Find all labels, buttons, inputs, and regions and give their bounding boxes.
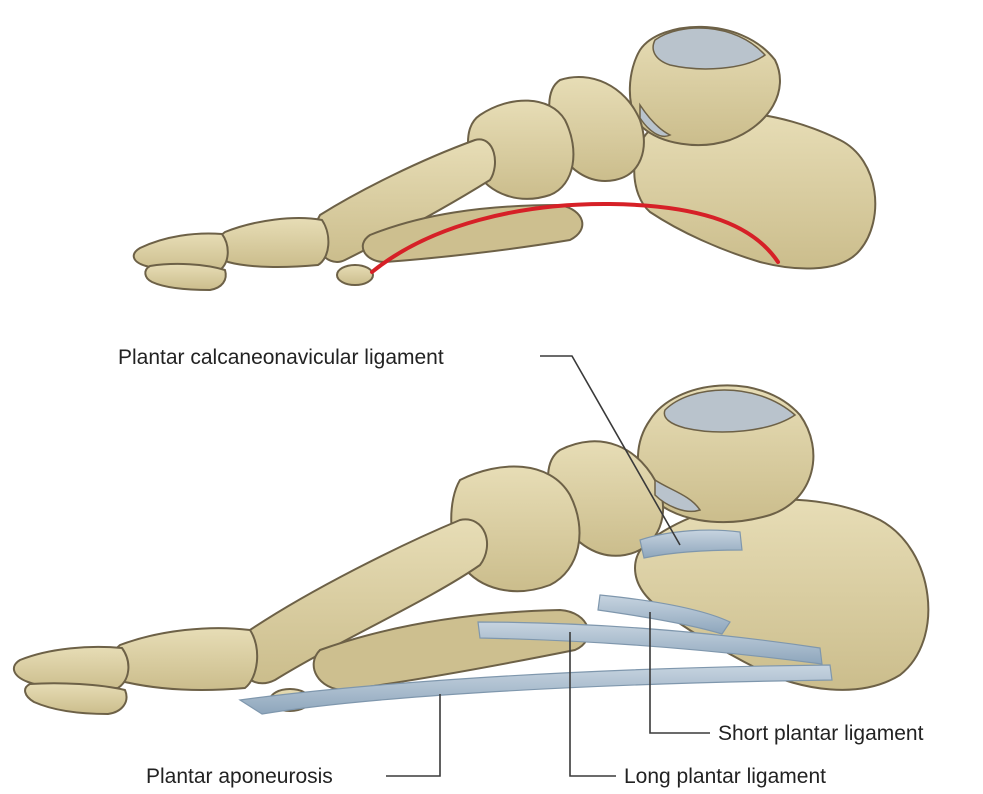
top-foot-skeleton — [134, 27, 876, 290]
calcaneus-bone — [635, 500, 928, 690]
toe-bone — [25, 683, 126, 714]
talus-cartilage — [653, 28, 765, 69]
label-calcaneonavicular: Plantar calcaneonavicular ligament — [118, 346, 444, 369]
label-long-plantar: Long plantar ligament — [624, 765, 826, 788]
toe-bone — [145, 264, 225, 290]
leader-long-plantar — [570, 632, 616, 776]
leader-aponeurosis — [386, 694, 440, 776]
label-short-plantar: Short plantar ligament — [718, 722, 924, 745]
proximal-phalanx-bone — [112, 628, 258, 690]
bottom-foot-skeleton — [14, 385, 928, 714]
proximal-phalanx-bone — [217, 218, 328, 267]
sesamoid-bone — [337, 265, 373, 285]
label-aponeurosis: Plantar aponeurosis — [146, 765, 333, 788]
